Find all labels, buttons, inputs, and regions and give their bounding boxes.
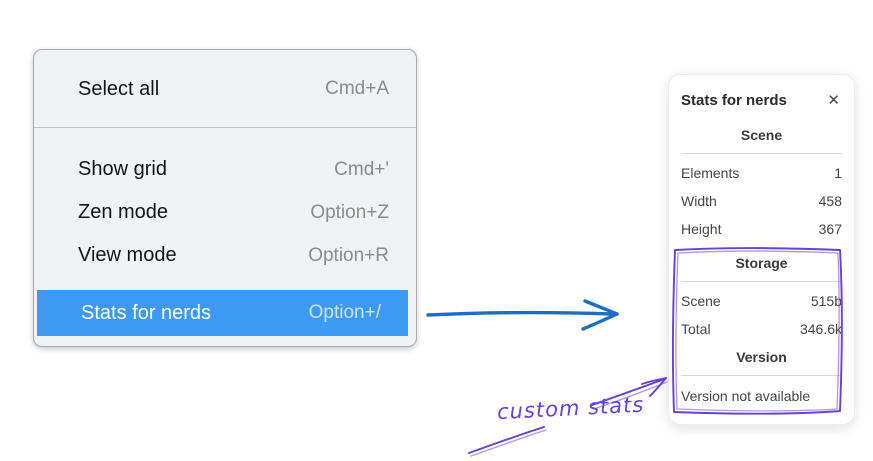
menu-item-shortcut: Cmd+' (334, 158, 389, 180)
stat-value: 346.6k (799, 321, 842, 337)
stat-label: Height (681, 221, 722, 237)
version-note: Version not available (681, 388, 811, 404)
storage-rows: Scene 515b Total 346.6k (681, 287, 842, 343)
menu-item-label: Select all (78, 77, 160, 100)
menu-item-zen-mode[interactable]: Zen mode Option+Z (34, 191, 416, 234)
menu-item-shortcut: Option+R (308, 244, 389, 266)
menu-divider (34, 127, 416, 128)
stat-value: 367 (818, 221, 842, 237)
panel-title: Stats for nerds (681, 92, 787, 109)
menu-item-shortcut: Cmd+A (325, 78, 389, 99)
stat-value: 458 (818, 193, 842, 209)
section-header-scene: Scene (740, 127, 783, 143)
stats-panel: Stats for nerds ✕ Scene Elements 1 Width… (668, 74, 855, 425)
stats-panel-header: Stats for nerds ✕ (681, 92, 842, 109)
section-divider (681, 153, 842, 154)
section-header-storage: Storage (735, 255, 788, 271)
menu-item-stats-for-nerds[interactable]: Stats for nerds Option+/ (37, 290, 408, 336)
stat-row-elements: Elements 1 (681, 159, 842, 187)
arrow-menu-to-panel (426, 299, 619, 331)
close-icon[interactable]: ✕ (827, 92, 840, 109)
context-menu-section-2: Show grid Cmd+' Zen mode Option+Z View m… (34, 128, 416, 336)
menu-item-label: Zen mode (78, 201, 169, 223)
stat-row-height: Height 367 (681, 215, 842, 243)
menu-item-shortcut: Option+/ (308, 302, 381, 323)
section-divider (681, 375, 842, 376)
stat-label: Elements (681, 165, 740, 181)
stat-label: Scene (681, 293, 721, 309)
context-menu: Select all Cmd+A Show grid Cmd+' Zen mod… (33, 49, 417, 347)
menu-item-show-grid[interactable]: Show grid Cmd+' (34, 148, 416, 191)
menu-item-label: Show grid (78, 158, 167, 180)
menu-item-shortcut: Option+Z (310, 201, 389, 223)
stat-row-scene-storage: Scene 515b (681, 287, 842, 315)
stat-value: 515b (810, 293, 842, 309)
menu-item-select-all[interactable]: Select all Cmd+A (34, 61, 416, 117)
stat-row-width: Width 458 (681, 187, 842, 215)
menu-item-view-mode[interactable]: View mode Option+R (34, 234, 416, 277)
stat-row-total-storage: Total 346.6k (681, 315, 842, 343)
custom-stats-annotation: custom stats (496, 392, 645, 425)
section-header-version: Version (736, 349, 787, 365)
menu-item-label: Stats for nerds (81, 301, 212, 324)
menu-item-label: View mode (78, 244, 177, 266)
section-divider (681, 281, 842, 282)
stat-value: 1 (834, 165, 842, 181)
stat-label: Width (681, 193, 717, 209)
scene-rows: Elements 1 Width 458 Height 367 (681, 159, 842, 243)
stat-label: Total (681, 321, 711, 337)
